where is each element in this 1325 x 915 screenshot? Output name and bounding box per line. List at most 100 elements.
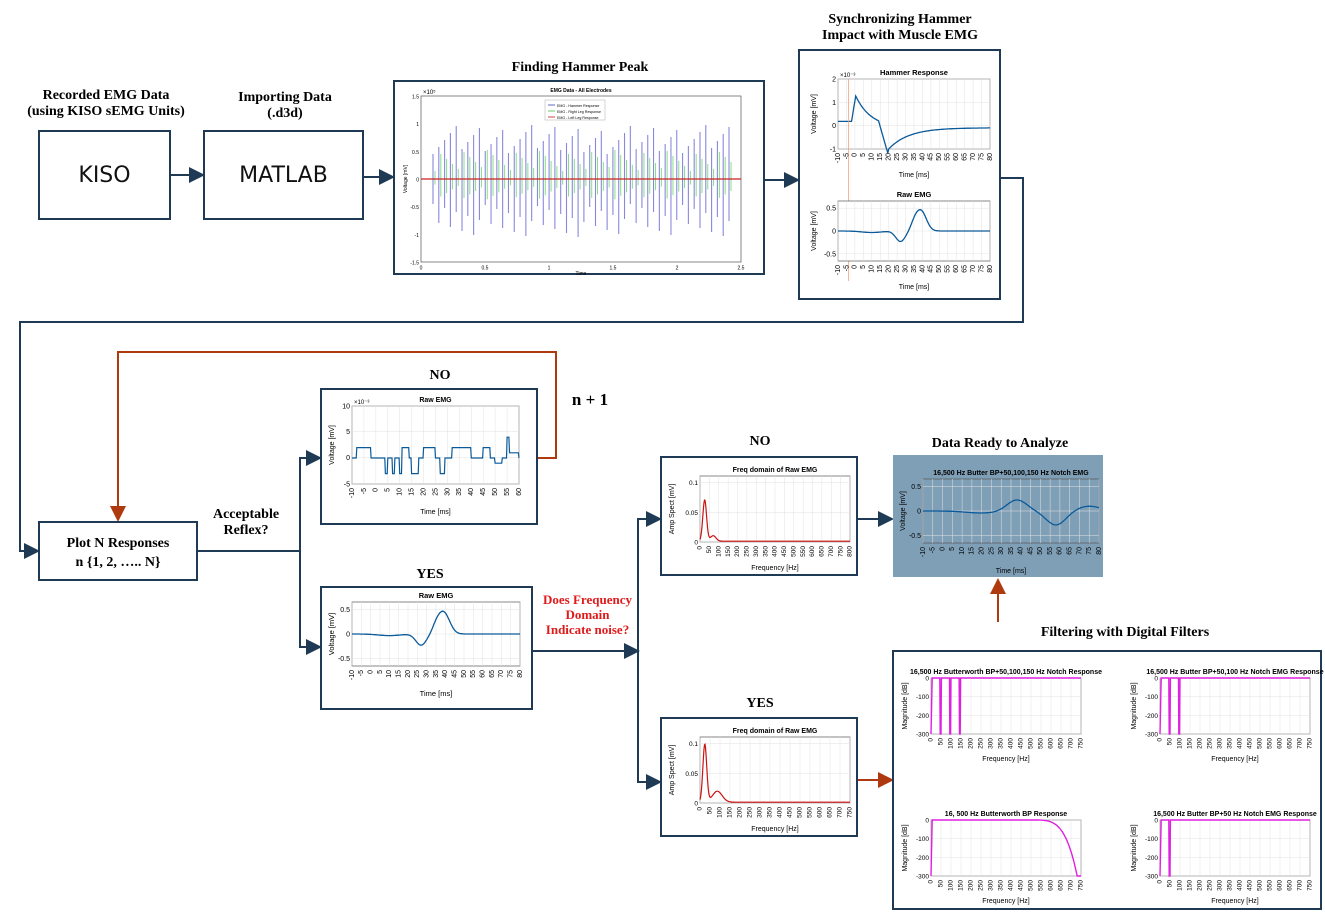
ready-xtick: 20 [979,547,986,555]
f4-xtick: 250 [978,738,985,749]
emg-spikes [421,125,741,237]
emg_all-xtick: 2.5 [738,265,745,271]
raw_sync-xtick: 80 [987,265,994,273]
hammer-ytick: 1 [832,100,836,107]
kiso-label: KISO [78,162,131,188]
emg_all-xtick: 2 [676,265,679,271]
ready-ylabel: Voltage [mV] [900,491,907,531]
f3-xtick: 550 [1267,738,1274,749]
f3-xtick: 250 [1207,738,1214,749]
freq_yes-xtick: 100 [717,807,724,818]
hammer-xtick: 75 [978,153,985,161]
raw_yes-xtick: 45 [452,670,459,678]
freq_no-xlabel: Frequency [Hz] [751,565,799,572]
freq_yes-xtick: 600 [817,807,824,818]
f2-xlabel: Frequency [Hz] [1211,898,1259,905]
raw_sync-title: Raw EMG [897,190,932,199]
f1-xtick: 500 [1028,880,1035,891]
ready-ytick: 0.5 [911,484,921,491]
f3-ytick: -100 [1145,694,1158,701]
f1-frame [930,819,1082,877]
f4-xtick: 550 [1038,738,1045,749]
f3-ytick: -200 [1145,713,1158,720]
freq_no-xtick: 400 [772,546,779,557]
label-n-plus-1: n + 1 [571,390,609,409]
f4-curve [930,677,1081,735]
f4-xtick: 500 [1028,738,1035,749]
f2-xtick: 400 [1237,880,1244,891]
f4-ytick: -300 [916,732,929,739]
f4-ytick: -200 [916,713,929,720]
f3-xtick: 500 [1257,738,1264,749]
ready-xtick: 40 [1018,547,1025,555]
f4-xtick: 200 [968,738,975,749]
f3-title: 16,500 Hz Butter BP+50,100 Hz Notch EMG … [1146,669,1323,676]
f2-xtick: 750 [1307,880,1314,891]
raw_sync-xtick: 50 [936,265,943,273]
freq_yes-curve [699,743,850,803]
hammer-xtick: 10 [869,153,876,161]
raw_no-xtick: 20 [420,488,427,496]
emg-legend-entry: EMG - Left Leg Response [557,116,599,120]
hammer-exponent: ×10⁻³ [840,73,855,79]
emg_all-title: EMG Data - All Electrodes [550,88,611,94]
f3-xtick: 300 [1217,738,1224,749]
raw_no-xtick: 10 [397,488,404,496]
title-finding: Finding Hammer Peak [511,60,649,75]
title-importing: Importing Data(.d3d) [238,90,332,122]
f3-xtick: 650 [1287,738,1294,749]
f2-xtick: 550 [1267,880,1274,891]
freq_yes-xtick: 650 [827,807,834,818]
f4-xtick: 750 [1078,738,1085,749]
raw_sync-xtick: 5 [860,265,867,269]
f1-xtick: 550 [1038,880,1045,891]
f4-xtick: 0 [928,738,935,742]
f3-ylabel: Magnitude [dB] [1131,682,1138,729]
freq_no-xtick: 50 [706,546,713,554]
f1-xtick: 100 [948,880,955,891]
matlab-label: MATLAB [239,162,328,188]
f1-ylabel: Magnitude [dB] [902,824,909,871]
freq_no-xtick: 450 [781,546,788,557]
raw_yes-xtick: 5 [377,670,384,674]
freq_yes-xlabel: Frequency [Hz] [751,826,799,833]
ready-xtick: 80 [1096,547,1103,555]
f2-xtick: 500 [1257,880,1264,891]
emg_all-xlabel: Time [576,271,587,277]
raw_no-ytick: -5 [344,482,350,489]
ready-xtick: 45 [1027,547,1034,555]
f3-xtick: 350 [1227,738,1234,749]
emg-legend-entry: EMG - Hammer Response [557,104,599,108]
hammer-xtick: 70 [970,153,977,161]
raw-yes-curve [352,610,520,646]
hammer-xtick: 20 [886,153,893,161]
emg_all-exponent: ×10⁵ [423,89,436,96]
emg_all-ytick: 0.5 [412,150,419,156]
f1-xtick: 750 [1078,880,1085,891]
f4-xtick: 150 [958,738,965,749]
raw_yes-xtick: 10 [386,670,393,678]
freq_no-xtick: 350 [762,546,769,557]
freq_yes-xtick: 550 [807,807,814,818]
f4-xlabel: Frequency [Hz] [982,756,1030,763]
f2-title: 16,500 Hz Butter BP+50 Hz Notch EMG Resp… [1153,811,1317,818]
hammer-xtick: 65 [962,153,969,161]
raw_sync-ytick: -0.5 [824,251,836,258]
emg_all-xtick: 0 [420,265,423,271]
raw_sync-xtick: 0 [852,265,859,269]
freq_yes-ylabel: Amp Spect [mV] [669,745,676,796]
f4-xtick: 600 [1048,738,1055,749]
ready-xtick: 15 [969,547,976,555]
title-no-top: NO [429,368,451,383]
f2-ytick: 0 [1154,818,1158,825]
raw_sync-xtick: -10 [835,265,842,275]
f1-xtick: 150 [958,880,965,891]
f4-xtick: 650 [1058,738,1065,749]
